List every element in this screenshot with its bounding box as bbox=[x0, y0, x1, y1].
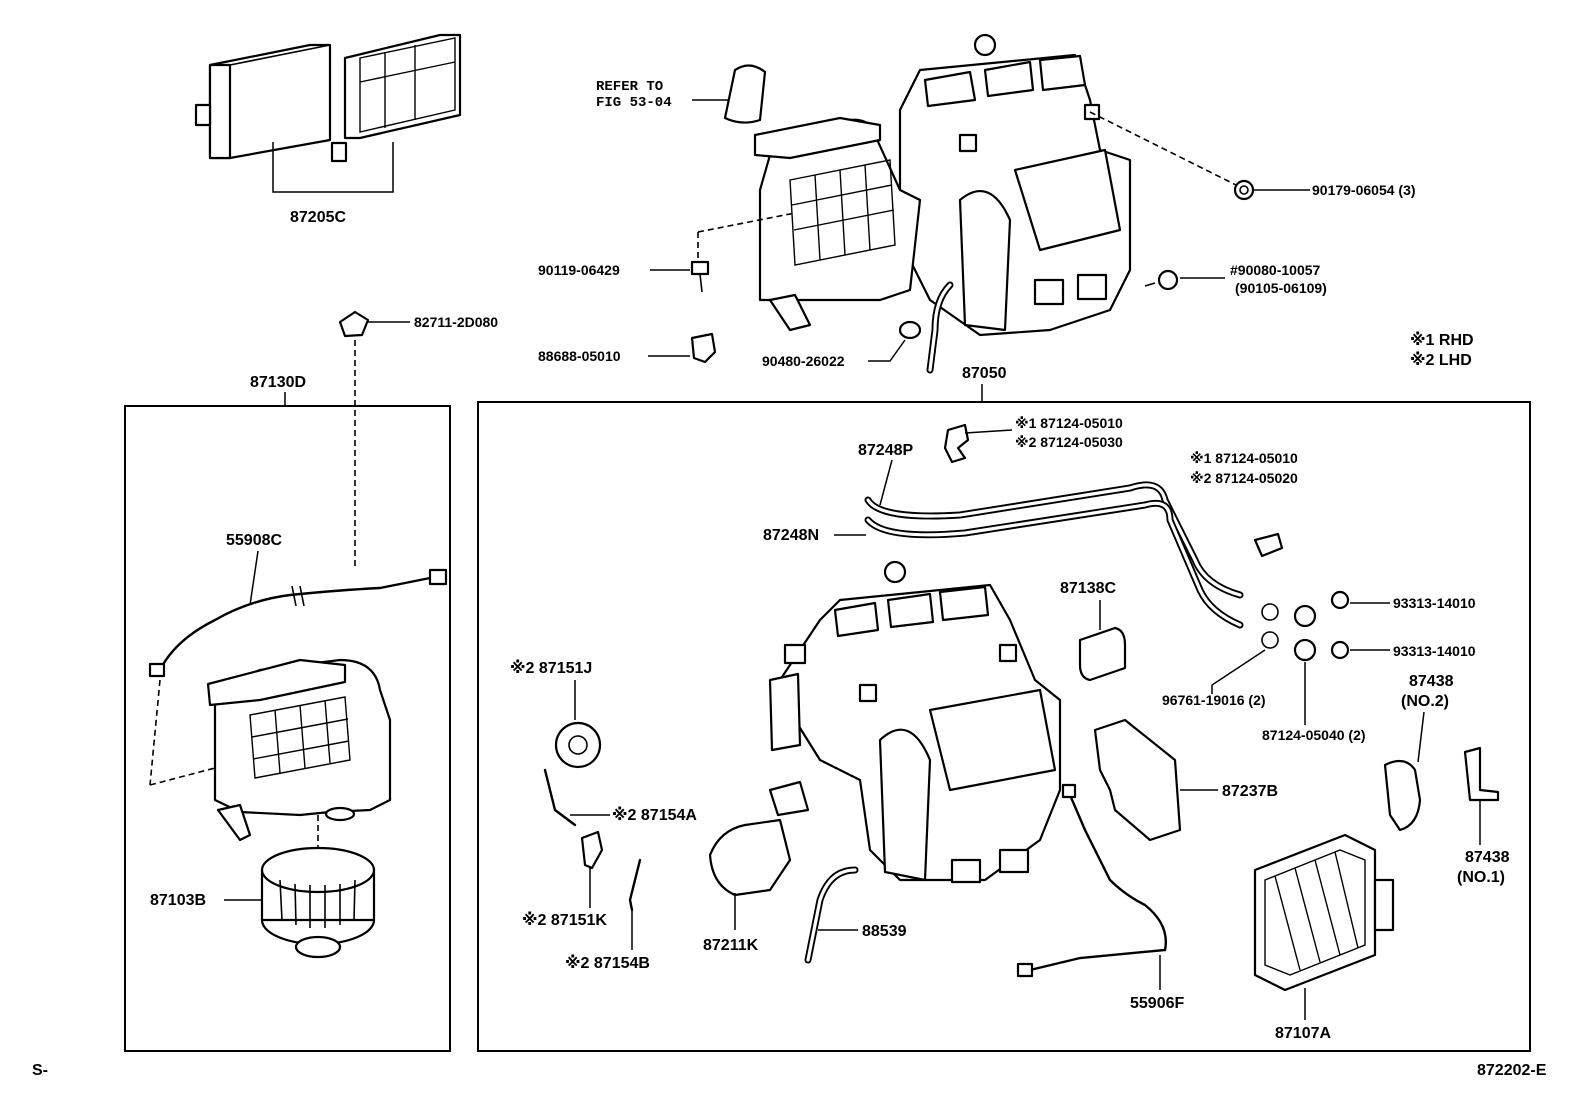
part-label-pipe-p: 87248P bbox=[858, 442, 913, 459]
part-label-harness-blower: 55908C bbox=[226, 532, 282, 549]
part-label-bolt-b: 93313-14010 bbox=[1393, 643, 1476, 659]
part-label-bracket-r1: ※1 87124-05010 bbox=[1015, 415, 1123, 431]
bracket-icon-top bbox=[943, 423, 970, 464]
screw-icon bbox=[690, 260, 710, 293]
grommet-icon bbox=[898, 320, 922, 340]
damper-no1-icon bbox=[1463, 746, 1500, 802]
part-label-radiator: 87107A bbox=[1275, 1025, 1331, 1042]
air-filter-illustration bbox=[194, 33, 462, 163]
legend-rhd: ※1 RHD bbox=[1410, 331, 1474, 349]
o-ring-icon-a bbox=[1261, 603, 1279, 621]
part-label-rod-a: ※2 87154A bbox=[612, 806, 697, 824]
cover-small-icon bbox=[1078, 626, 1127, 682]
part-label-unit-assy: 87050 bbox=[962, 365, 1007, 382]
part-label-rod-b: ※2 87154B bbox=[565, 954, 650, 972]
blower-motor-illustration bbox=[260, 846, 376, 959]
heater-unit-lower-illustration bbox=[768, 560, 1062, 884]
part-label-damper-no2: 87438 bbox=[1409, 673, 1454, 690]
part-label-cover-small: 87138C bbox=[1060, 580, 1116, 597]
part-label-bolt-right: #90080-10057 bbox=[1230, 262, 1321, 278]
refrigerant-pipes-illustration bbox=[864, 481, 1244, 629]
duct-k-icon bbox=[708, 818, 792, 897]
part-label-blower-assy: 87130D bbox=[250, 374, 306, 391]
clamp-ring-icon-a bbox=[1293, 604, 1317, 628]
hose-illustration bbox=[804, 866, 859, 964]
bolt-icon-right bbox=[1144, 269, 1179, 291]
part-label-case-b: 87237B bbox=[1222, 783, 1278, 800]
servo-motor-icon bbox=[554, 721, 602, 769]
diagram-id-label: 872202-E bbox=[1477, 1062, 1547, 1079]
part-label-damper-no1: 87438 bbox=[1465, 849, 1510, 866]
refer-to-line2: FIG 53-04 bbox=[596, 95, 672, 111]
pipe-bracket-icon bbox=[1253, 532, 1284, 558]
sensor-icon bbox=[338, 310, 370, 338]
part-label-lever-k: ※2 87151K bbox=[522, 911, 607, 929]
part-label-bolt-a: 93313-14010 bbox=[1393, 595, 1476, 611]
part-label-damper-no2-note: (NO.2) bbox=[1401, 693, 1449, 710]
clamp-ring-icon-b bbox=[1293, 638, 1317, 662]
part-label-damper-no1-note: (NO.1) bbox=[1457, 869, 1505, 886]
clamp-icon bbox=[690, 332, 717, 364]
case-b-icon bbox=[1093, 718, 1182, 842]
part-label-bracket-r2: ※2 87124-05030 bbox=[1015, 434, 1123, 450]
part-label-bolt-right-alt: (90105-06109) bbox=[1235, 280, 1327, 296]
part-label-clamp-left: 88688-05010 bbox=[538, 348, 621, 364]
part-label-servo: ※2 87151J bbox=[510, 659, 592, 677]
rod-b-icon bbox=[628, 858, 642, 912]
part-label-duct-k: 87211K bbox=[703, 937, 759, 954]
blower-case-illustration bbox=[206, 658, 392, 842]
blower-assy-frame bbox=[124, 405, 451, 1052]
part-label-clamp-ring: 87124-05040 (2) bbox=[1262, 727, 1366, 743]
unit-assy-frame bbox=[477, 401, 1531, 1052]
part-label-sensor-top: 82711-2D080 bbox=[414, 314, 498, 330]
heater-radiator-illustration bbox=[1253, 833, 1395, 992]
harness-blower-illustration bbox=[158, 576, 432, 672]
part-label-filter: 87205C bbox=[290, 209, 346, 226]
seal-illustration bbox=[723, 64, 767, 124]
part-label-harness-unit: 55906F bbox=[1130, 995, 1184, 1012]
legend-lhd: ※2 LHD bbox=[1410, 351, 1472, 369]
part-label-bracket-s1: ※1 87124-05010 bbox=[1190, 450, 1298, 466]
part-label-pipe-n: 87248N bbox=[763, 527, 819, 544]
o-ring-icon-b bbox=[1261, 631, 1279, 649]
part-label-hose: 88539 bbox=[862, 923, 907, 940]
damper-no2-icon bbox=[1383, 759, 1422, 832]
lever-k-icon bbox=[580, 830, 604, 870]
part-label-motor: 87103B bbox=[150, 892, 206, 909]
part-label-o-ring: 96761-19016 (2) bbox=[1162, 692, 1266, 708]
part-label-bolt-top-right: 90179-06054 (3) bbox=[1312, 182, 1416, 198]
rod-a-icon bbox=[543, 768, 577, 827]
bolt-icon-a bbox=[1330, 590, 1350, 610]
bolt-icon-b bbox=[1330, 640, 1350, 660]
bolt-icon-top-right bbox=[1233, 179, 1255, 201]
harness-unit-illustration bbox=[1028, 793, 1167, 972]
part-label-screw-left: 90119-06429 bbox=[538, 262, 620, 278]
refer-to-line1: REFER TO bbox=[596, 79, 663, 95]
corner-left-label: S- bbox=[32, 1062, 48, 1079]
part-label-grommet: 90480-26022 bbox=[762, 353, 845, 369]
heater-unit-upper-illustration bbox=[753, 33, 1132, 374]
part-label-bracket-s2: ※2 87124-05020 bbox=[1190, 470, 1298, 486]
